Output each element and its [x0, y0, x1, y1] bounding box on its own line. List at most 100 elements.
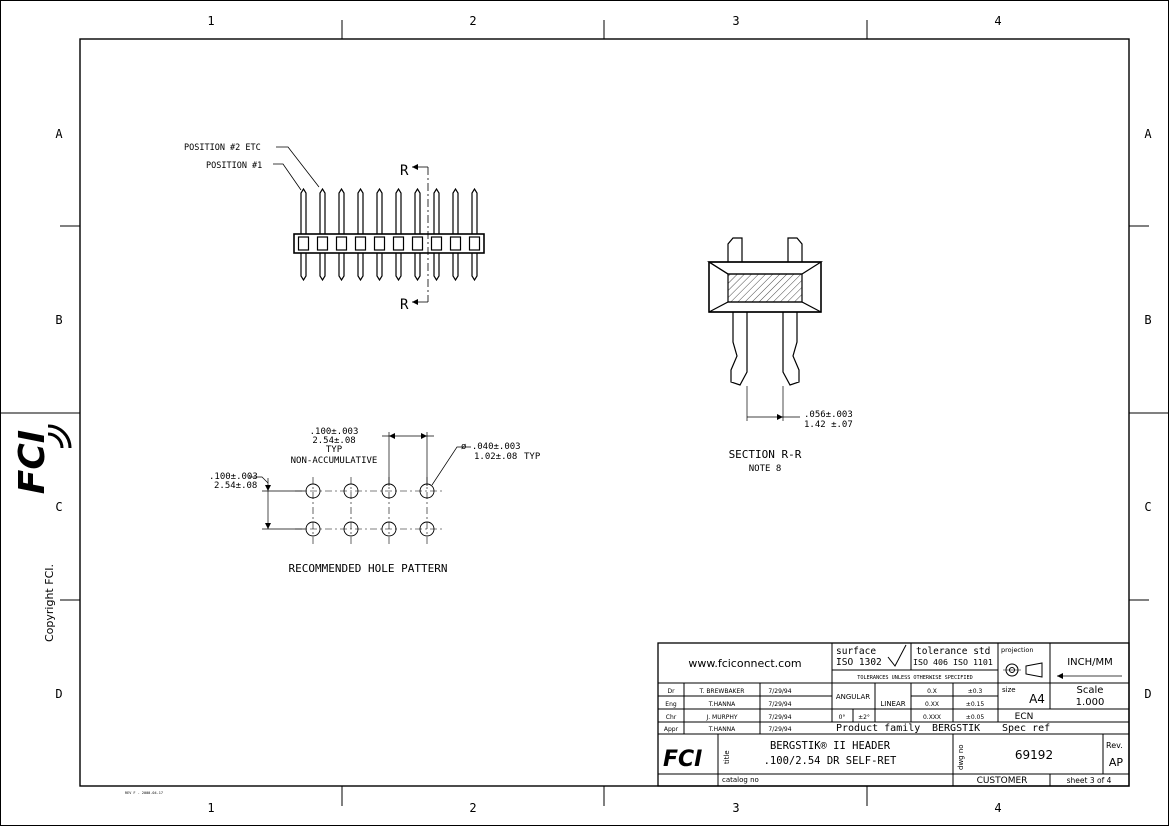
size-label: size — [1002, 686, 1016, 694]
title-line-1: BERGSTIK® II HEADER — [770, 740, 891, 752]
ecn-label: ECN — [1015, 712, 1034, 722]
dwg-no-label: dwg no — [957, 744, 965, 770]
zone-col-2-top: 2 — [469, 14, 476, 28]
title-line-2: .100/2.54 DR SELF-RET — [764, 755, 897, 767]
side-logo: FCI — [12, 430, 53, 494]
header-pin — [335, 187, 348, 282]
section-dim-value: .056±.003 — [804, 410, 853, 420]
rev-value: AP — [1109, 756, 1124, 769]
sheet-number: sheet 3 of 4 — [1067, 776, 1112, 785]
pcb-hole — [305, 521, 321, 537]
title-block — [657, 642, 1130, 787]
zone-labels: 1 2 3 4 1 2 3 4 A B C D A B C D — [55, 14, 1152, 815]
hole-dia-mm: 1.02±.08 — [474, 452, 517, 462]
angular-value-1: 0° — [839, 714, 846, 721]
section-note: NOTE 8 — [749, 464, 782, 474]
zone-row-d-right: D — [1144, 687, 1151, 701]
zone-row-c-left: C — [55, 500, 62, 514]
position-2-label: POSITION #2 ETC — [184, 143, 261, 153]
projection-label: projection — [1001, 646, 1033, 654]
customer: CUSTOMER — [977, 776, 1028, 786]
pcb-hole — [381, 521, 397, 537]
person-date-4: 7/29/94 — [768, 726, 791, 733]
position-1-label: POSITION #1 — [206, 161, 262, 171]
spec-ref-label: Spec ref — [1002, 723, 1050, 734]
side-logo-waves — [47, 424, 72, 449]
person-name-3: J. MURPHY — [705, 714, 737, 721]
person-date-3: 7/29/94 — [768, 714, 791, 721]
hole-dia-value: ø .040±.003 — [461, 442, 521, 452]
linear-tol-1: ±0.3 — [968, 688, 983, 695]
pcb-hole — [419, 521, 435, 537]
product-family: BERGSTIK — [932, 723, 980, 734]
surface-std: ISO 1302 — [836, 657, 882, 668]
catalog-label: catalog no — [722, 776, 759, 784]
website: www.fciconnect.com — [688, 657, 801, 670]
linear-tol-3: ±0.05 — [966, 714, 985, 721]
tolerances-note: TOLERANCES UNLESS OTHERWISE SPECIFIED — [857, 675, 973, 681]
zone-row-b-right: B — [1144, 313, 1151, 327]
pitch-typ: TYP — [326, 445, 343, 455]
pitch-mm: 2.54±.08 — [312, 436, 355, 446]
dwg-no: 69192 — [1015, 748, 1053, 762]
linear-format-2: 0.XX — [925, 701, 939, 708]
angular-value-2: ±2° — [858, 714, 870, 721]
zone-row-a-right: A — [1144, 127, 1152, 141]
zone-col-4-bottom: 4 — [994, 801, 1001, 815]
person-date-1: 7/29/94 — [768, 688, 791, 695]
header-pin — [449, 187, 462, 282]
rev-label: Rev. — [1106, 741, 1123, 750]
zone-col-2-bottom: 2 — [469, 801, 476, 815]
hole-dia-typ: TYP — [524, 452, 541, 462]
header-pin — [316, 187, 329, 282]
section-dim-mm: 1.42 ±.07 — [804, 420, 853, 430]
header-front-view — [297, 187, 481, 282]
product-family-label: Product family — [836, 723, 920, 734]
title-block-logo-text: FCI — [663, 747, 702, 772]
section-mark-bottom: R — [400, 297, 409, 313]
front-view-callouts: POSITION #2 ETC POSITION #1 R R — [184, 143, 429, 313]
zone-col-1-bottom: 1 — [207, 801, 214, 815]
zone-row-c-right: C — [1144, 500, 1151, 514]
linear-tol-2: ±0.15 — [966, 701, 985, 708]
scale-value: 1.000 — [1076, 697, 1105, 708]
copyright-text: Copyright FCI. — [43, 564, 56, 642]
title-block-text: www.fciconnect.com surface ISO 1302 tole… — [663, 646, 1123, 786]
person-role-1: Dr — [667, 688, 675, 695]
header-pin — [430, 187, 443, 282]
section-title: SECTION R-R — [729, 448, 802, 461]
side-logo-text: FCI — [12, 430, 53, 494]
zone-col-4-top: 4 — [994, 14, 1001, 28]
title-label: title — [723, 750, 731, 764]
header-pin — [297, 187, 310, 282]
person-role-2: Eng — [665, 701, 677, 708]
zone-col-1-top: 1 — [207, 14, 214, 28]
linear-label: LINEAR — [880, 700, 905, 708]
scale-label: Scale — [1077, 685, 1104, 696]
linear-format-1: 0.X — [927, 688, 937, 695]
person-date-2: 7/29/94 — [768, 701, 791, 708]
hole-pattern-labels: .100±.003 2.54±.08 TYP NON-ACCUMULATIVE … — [209, 427, 541, 575]
row-pitch-mm: 2.54±.08 — [214, 481, 257, 491]
header-pin — [392, 187, 405, 282]
surface-label: surface — [836, 646, 876, 657]
tolerance-label: tolerance std — [916, 646, 990, 657]
size-value: A4 — [1029, 692, 1045, 706]
zone-row-d-left: D — [55, 687, 62, 701]
rev-note: REV F - 2000-04-17 — [125, 791, 163, 795]
section-r-r-view — [706, 237, 824, 421]
person-name-2: T.HANNA — [708, 701, 736, 708]
row-pitch-value: .100±.003 — [209, 472, 258, 482]
person-name-1: T. BREWBAKER — [699, 688, 745, 695]
tolerance-std: ISO 406 ISO 1101 — [913, 657, 993, 667]
header-pin — [411, 187, 424, 282]
header-pin — [354, 187, 367, 282]
non-accumulative-label: NON-ACCUMULATIVE — [291, 456, 378, 466]
zone-col-3-bottom: 3 — [732, 801, 739, 815]
pitch-value: .100±.003 — [310, 427, 359, 437]
hole-pattern — [295, 477, 445, 545]
pcb-hole — [343, 521, 359, 537]
section-labels: .056±.003 1.42 ±.07 SECTION R-R NOTE 8 — [729, 410, 853, 474]
units: INCH/MM — [1067, 657, 1113, 668]
